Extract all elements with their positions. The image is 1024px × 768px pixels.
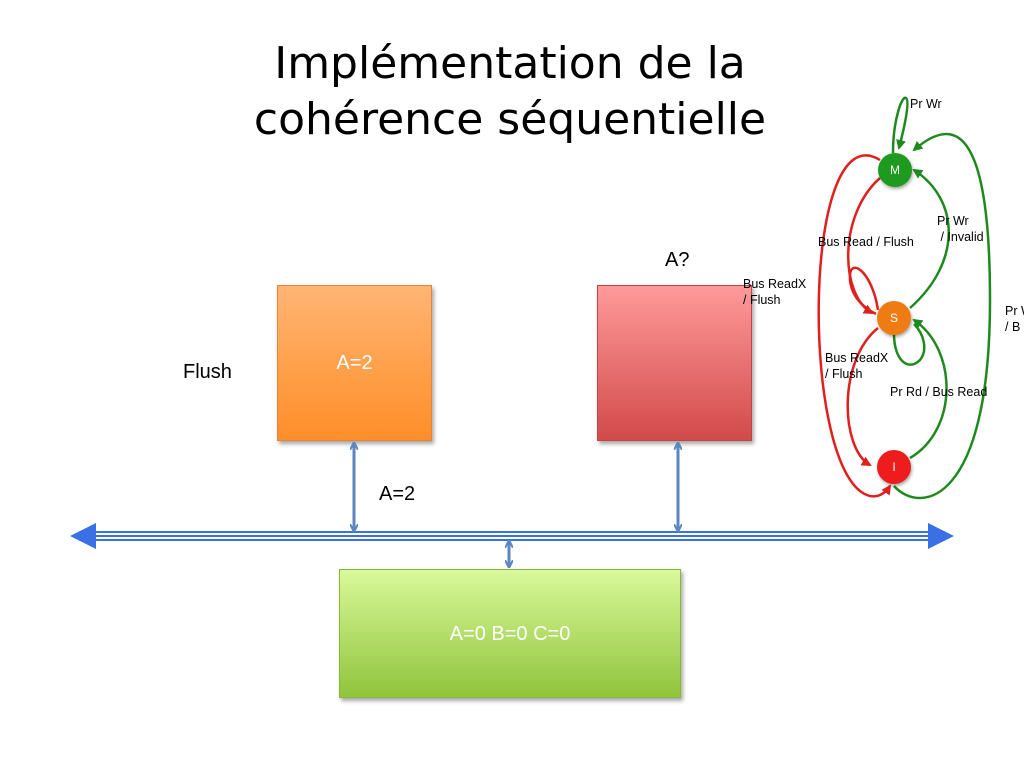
- transition-pr-w-cut-line-1: Pr W: [1005, 304, 1024, 318]
- transition-pr-wr-invalid-line-1: Pr Wr: [937, 214, 969, 228]
- state-invalid-node: I: [877, 450, 911, 484]
- cache-processor-1: A=2: [277, 285, 432, 441]
- cache-2-query-label: A?: [665, 249, 690, 271]
- system-bus: [70, 523, 954, 549]
- transition-bus-read-flush: Bus Read / Flush: [818, 235, 914, 249]
- m-to-i-outer-arrow: [817, 154, 892, 498]
- state-modified-node: M: [878, 153, 912, 187]
- cache-processor-2: [597, 285, 752, 441]
- transition-pr-wr-invalid: Pr Wr / Invalid: [937, 213, 984, 245]
- msi-state-machine: [817, 96, 992, 500]
- transition-pr-w-cut: Pr W / B: [1005, 303, 1024, 335]
- cache-1-value: A=2: [336, 352, 373, 374]
- bus-value-label: A=2: [379, 483, 416, 505]
- memory-value: A=0 B=0 C=0: [449, 623, 571, 645]
- m-self-loop: [891, 96, 909, 154]
- transition-bus-readx-flush-top: Bus ReadX / Flush: [743, 276, 806, 308]
- transition-pr-wr-top: Pr Wr: [910, 97, 942, 111]
- slide-title-line-2: cohérence séquentielle: [253, 94, 767, 145]
- s-bus-read-loop: [848, 266, 880, 316]
- slide-title: Implémentation de la cohérence séquentie…: [190, 36, 830, 148]
- main-memory: A=0 B=0 C=0: [339, 569, 681, 698]
- i-to-s-arrow: [909, 318, 948, 460]
- state-shared-node: S: [877, 301, 911, 335]
- s-pr-rd-loop: [892, 323, 926, 366]
- transition-bus-readx-top-line-1: Bus ReadX: [743, 277, 807, 291]
- transition-bus-readx-mid-line-2: / Flush: [825, 367, 863, 381]
- transition-pr-rd-bus-read: Pr Rd / Bus Read: [890, 385, 988, 399]
- bus-right-arrowhead: [928, 523, 954, 549]
- state-s-label: S: [889, 311, 898, 325]
- transition-bus-readx-mid-line-1: Bus ReadX: [825, 351, 889, 365]
- bus-left-arrowhead: [70, 523, 96, 549]
- transition-pr-wr-invalid-line-2: / Invalid: [937, 230, 984, 244]
- state-m-label: M: [890, 163, 900, 177]
- s-to-m-arrow: [909, 168, 950, 309]
- transition-bus-readx-top-line-2: / Flush: [743, 293, 781, 307]
- s-to-i-arrow: [846, 327, 879, 467]
- transition-bus-readx-flush-mid: Bus ReadX / Flush: [825, 350, 888, 382]
- slide-title-line-1: Implémentation de la: [274, 38, 746, 89]
- state-i-label: I: [892, 460, 896, 474]
- transition-pr-w-cut-line-2: / B: [1005, 320, 1021, 334]
- i-to-m-outer-arrow: [893, 132, 992, 500]
- flush-label: Flush: [183, 361, 232, 383]
